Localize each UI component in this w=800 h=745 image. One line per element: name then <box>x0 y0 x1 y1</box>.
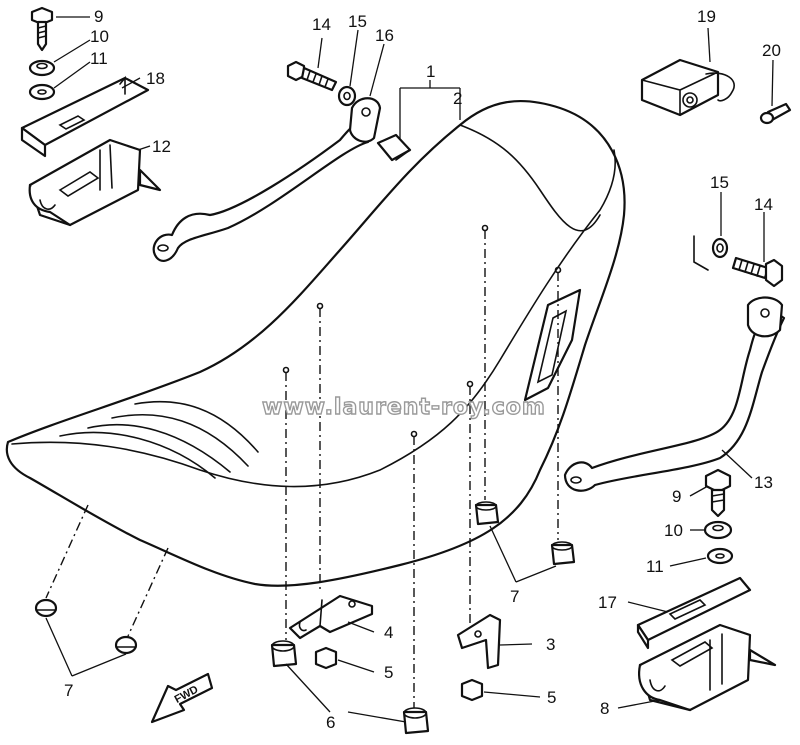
washer-10-top <box>28 59 56 77</box>
nut-5-a <box>314 646 338 670</box>
callout-2: 2 <box>453 89 462 108</box>
damper-7-left-b <box>114 635 138 655</box>
bracket-12 <box>28 138 162 227</box>
bracket-16 <box>348 97 382 143</box>
callout-19: 19 <box>697 7 716 26</box>
callout-17: 17 <box>598 593 617 612</box>
fwd-label: FWD <box>173 684 201 706</box>
seat-rib <box>59 431 216 479</box>
callout-1: 1 <box>426 62 435 81</box>
callout-labels: 1 2 3 4 5 5 6 7 7 8 9 9 10 10 11 11 12 1… <box>64 7 781 732</box>
seat-side-contour <box>459 124 601 232</box>
callout-9-top: 9 <box>94 7 103 26</box>
bolt-9-top <box>30 6 54 52</box>
washer-11-right <box>706 547 734 565</box>
callout-11-top: 11 <box>90 49 108 68</box>
bolt-14-top <box>286 60 338 92</box>
callout-16: 16 <box>375 26 394 45</box>
damper-6-b <box>402 707 430 735</box>
right-seat-bar <box>563 296 786 492</box>
callout-10-right: 10 <box>664 521 683 540</box>
plate-17 <box>636 576 752 650</box>
assembly-lines <box>45 224 562 708</box>
callout-6: 6 <box>326 713 335 732</box>
callout-5-lower: 5 <box>547 688 556 707</box>
callout-4: 4 <box>384 623 393 642</box>
callout-18: 18 <box>146 69 165 88</box>
nut-5-b <box>460 678 484 702</box>
damper-6-a <box>270 640 298 668</box>
lock-19 <box>640 58 735 117</box>
callout-7-left: 7 <box>64 681 73 700</box>
seat-hook <box>376 133 412 162</box>
callout-14-top: 14 <box>312 15 331 34</box>
callout-5-upper: 5 <box>384 663 393 682</box>
left-seat-bar <box>152 97 382 262</box>
bracket-4 <box>288 594 374 640</box>
bracket-8 <box>638 623 777 712</box>
seat-top-edge <box>11 149 617 488</box>
seat-side-plate <box>523 288 582 402</box>
fwd-arrow: FWD <box>150 672 214 724</box>
callout-15-top: 15 <box>348 12 367 31</box>
damper-7-right-b <box>550 541 576 566</box>
bolt-9-right <box>704 468 732 518</box>
callout-20: 20 <box>762 41 781 60</box>
washer-15-top <box>337 85 357 107</box>
screw-20 <box>759 102 792 125</box>
seat-rib <box>111 413 249 467</box>
callout-3: 3 <box>546 635 555 654</box>
callout-9-right: 9 <box>672 487 681 506</box>
washer-10-right <box>703 520 733 540</box>
seat-rib <box>134 400 259 453</box>
watermark-text: www.laurent-roy.com <box>262 395 546 420</box>
callout-12: 12 <box>152 137 171 156</box>
callout-8: 8 <box>600 699 609 718</box>
bolt-14-right <box>731 256 784 288</box>
washer-11-top <box>28 83 56 101</box>
callout-13: 13 <box>754 473 773 492</box>
bracket-3 <box>456 613 502 670</box>
callout-7-right: 7 <box>510 587 519 606</box>
callout-10-top: 10 <box>90 27 109 46</box>
callout-11-right: 11 <box>646 557 664 576</box>
callout-15-right: 15 <box>710 173 729 192</box>
damper-7-left-a <box>34 598 58 618</box>
leader-lines <box>45 16 774 723</box>
damper-7-right-a <box>474 501 500 526</box>
callout-14-right: 14 <box>754 195 773 214</box>
seat-rib <box>87 423 231 473</box>
plate-18 <box>20 75 150 158</box>
washer-15-right <box>693 235 729 271</box>
